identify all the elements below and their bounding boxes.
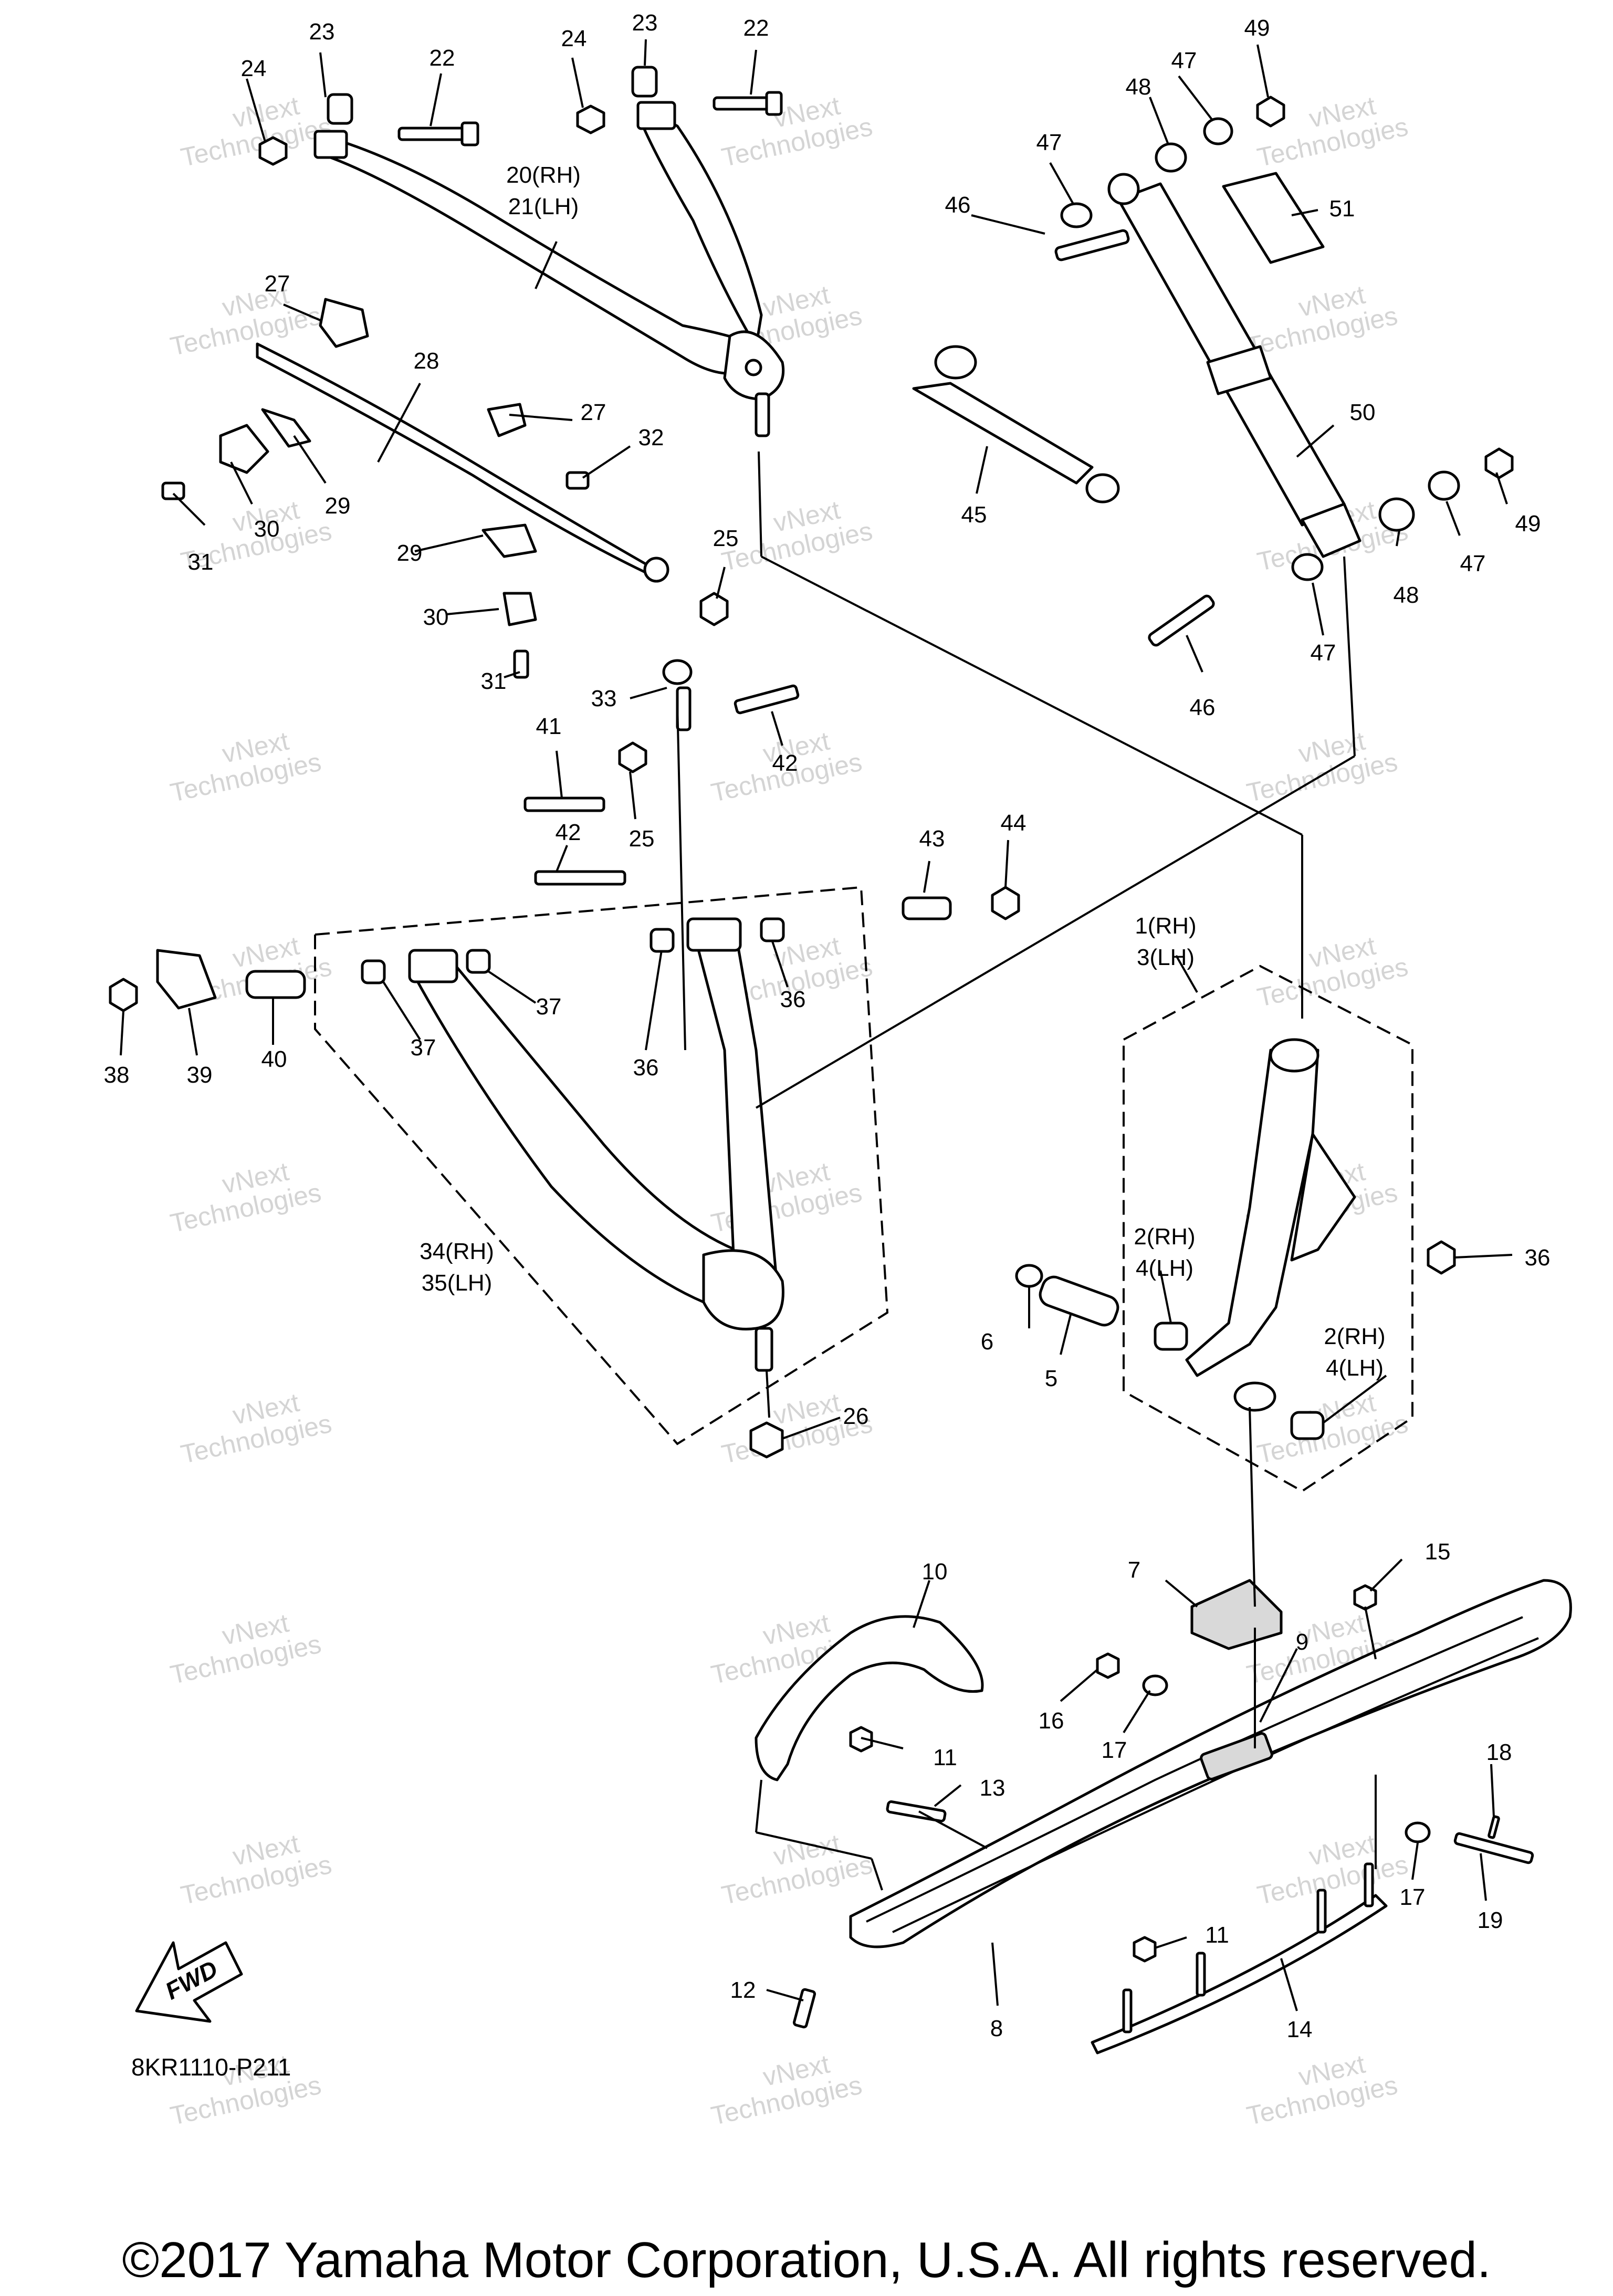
callout-36c: 36	[780, 987, 806, 1012]
callout-36b: 36	[633, 1055, 659, 1081]
callout-31b: 31	[481, 668, 507, 694]
callout-42b: 42	[556, 820, 581, 845]
callout-23a: 23	[309, 19, 335, 45]
assembly-groupings	[314, 886, 1413, 1493]
callout-51: 51	[1329, 196, 1355, 222]
callout-8: 8	[990, 2016, 1003, 2041]
callout-20: 20(RH)	[506, 162, 581, 188]
callout-24a: 24	[241, 56, 267, 81]
callout-30b: 30	[423, 604, 449, 630]
ski-mount	[1190, 1579, 1283, 1650]
callout-35: 35(LH)	[422, 1270, 493, 1296]
callout-23b: 23	[632, 10, 658, 36]
callout-27b: 27	[581, 400, 606, 425]
callout-21: 21(LH)	[508, 194, 579, 219]
callout-46a: 46	[945, 192, 971, 218]
ski-hardware	[792, 1584, 1534, 2029]
callout-36a: 36	[1525, 1245, 1551, 1271]
callout-37b: 37	[411, 1035, 436, 1061]
callout-39: 39	[187, 1062, 213, 1088]
callout-13: 13	[980, 1775, 1005, 1801]
callout-7: 7	[1128, 1557, 1140, 1583]
callout-42a: 42	[772, 750, 798, 776]
callout-49b: 49	[1515, 511, 1541, 537]
callout-31a: 31	[188, 549, 214, 575]
callout-11a: 11	[933, 1745, 957, 1770]
callout-10: 10	[922, 1559, 948, 1585]
callout-27a: 27	[265, 271, 290, 297]
callout-30a: 30	[254, 516, 280, 542]
callout-49a: 49	[1244, 15, 1270, 41]
callout-4b: 4(LH)	[1326, 1355, 1384, 1381]
callout-2a: 2(RH)	[1134, 1224, 1195, 1250]
callout-25b: 25	[629, 826, 655, 852]
callout-47c: 47	[1460, 551, 1486, 576]
callout-19: 19	[1478, 1907, 1503, 1933]
callout-47a: 47	[1171, 48, 1197, 74]
callout-15: 15	[1425, 1539, 1451, 1565]
callout-17a: 17	[1102, 1737, 1127, 1763]
callout-41: 41	[536, 714, 562, 739]
callout-18: 18	[1486, 1739, 1512, 1765]
callout-45: 45	[961, 502, 987, 528]
callout-44: 44	[1001, 810, 1027, 836]
callout-32: 32	[638, 425, 664, 450]
callout-29a: 29	[325, 493, 351, 519]
callout-11b: 11	[1205, 1922, 1229, 1948]
upper-a-arm	[313, 101, 785, 437]
callout-48a: 48	[1126, 74, 1151, 100]
callout-labels: 24 23 22 24 23 22 49 47 48 47 46 51 20(R…	[104, 10, 1551, 2042]
callout-22a: 22	[430, 45, 455, 71]
ski-handle	[755, 1615, 984, 1781]
shock-absorber	[1054, 96, 1514, 647]
lower-arm-hardware	[109, 659, 1020, 1459]
callout-12: 12	[730, 1977, 756, 2003]
callout-16: 16	[1039, 1708, 1064, 1734]
callout-40: 40	[261, 1046, 287, 1072]
callout-6: 6	[981, 1329, 993, 1355]
upper-arm-hardware	[258, 66, 783, 166]
callout-50: 50	[1350, 400, 1376, 425]
callout-24b: 24	[561, 26, 587, 51]
leader-lines	[120, 39, 1513, 2011]
callout-43: 43	[919, 826, 945, 852]
callout-22b: 22	[743, 15, 769, 41]
callout-33: 33	[591, 686, 617, 711]
diagram-reference-code: 8KR1110-P211	[131, 2053, 291, 2081]
fwd-arrow: FWD	[135, 1941, 243, 2023]
callout-34: 34(RH)	[420, 1239, 494, 1264]
callout-37a: 37	[536, 994, 562, 1020]
lower-a-arm	[408, 917, 784, 1372]
callout-48b: 48	[1394, 582, 1419, 608]
callout-4a: 4(LH)	[1136, 1255, 1193, 1281]
callout-38: 38	[104, 1062, 130, 1088]
wear-bar	[1091, 1862, 1388, 2054]
callout-1: 1(RH)	[1135, 913, 1196, 939]
spindle	[1015, 1038, 1456, 1440]
steering-link	[912, 345, 1120, 504]
callout-5: 5	[1045, 1366, 1057, 1391]
callout-47d: 47	[1311, 640, 1336, 666]
callout-14: 14	[1287, 2017, 1313, 2042]
callout-2b: 2(RH)	[1324, 1324, 1385, 1349]
callout-46b: 46	[1190, 695, 1216, 720]
callout-29b: 29	[397, 540, 423, 566]
copyright-notice: ©2017 Yamaha Motor Corporation, U.S.A. A…	[122, 2232, 1491, 2288]
callout-26: 26	[843, 1403, 869, 1429]
callout-28: 28	[414, 348, 439, 374]
callout-17b: 17	[1400, 1884, 1426, 1910]
callout-25a: 25	[713, 526, 739, 551]
callout-47b: 47	[1036, 130, 1062, 155]
callout-3: 3(LH)	[1137, 945, 1195, 970]
callout-9: 9	[1296, 1629, 1308, 1655]
